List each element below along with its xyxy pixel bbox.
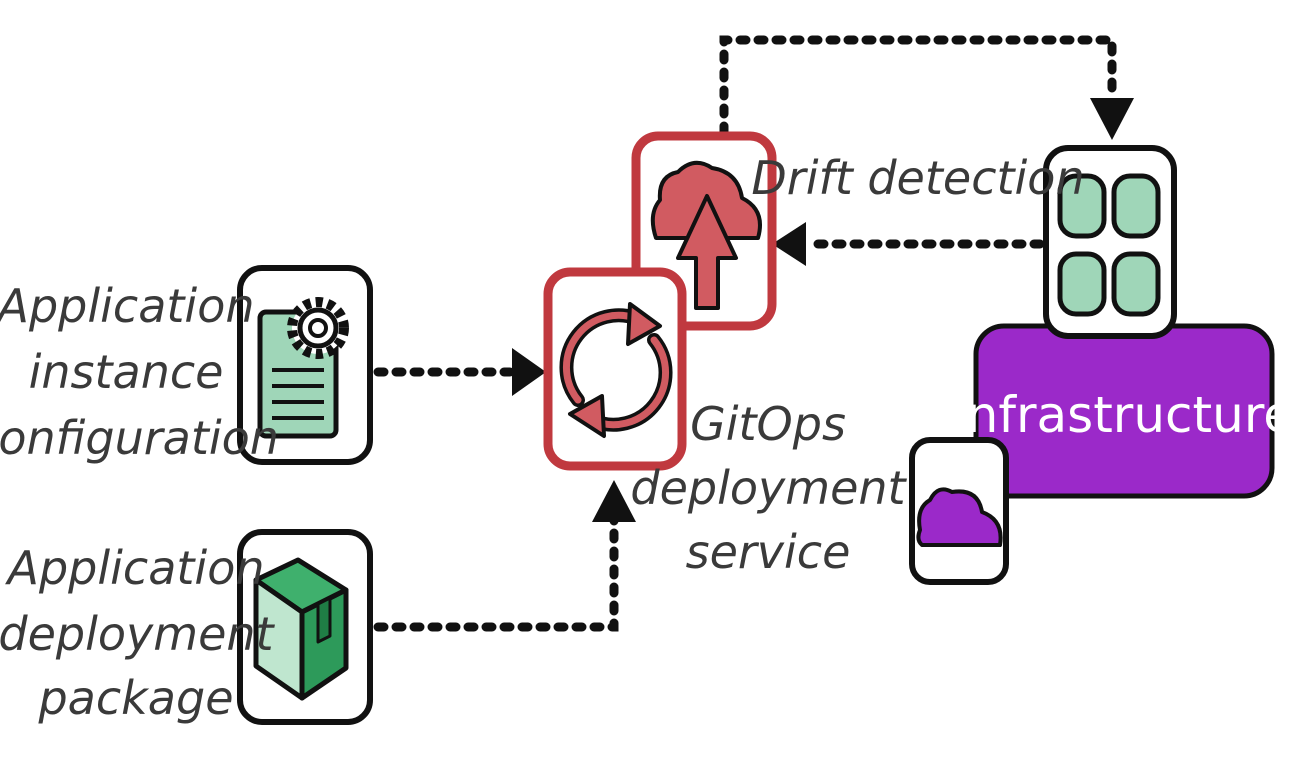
sync-arrows-icon [559,302,673,438]
gitops-sync-tile [543,267,687,471]
app-package-label: Application deployment package [0,541,276,725]
svg-text:service: service [686,525,851,579]
arrowhead-config-to-gitops [512,348,546,396]
package-tile [237,529,373,725]
arrowhead-upload-to-infra [1090,98,1134,140]
arrowhead-drift-detection [772,222,806,266]
package-box-icon [253,557,349,701]
svg-text:configuration: configuration [0,411,279,465]
cloud-icon [916,487,1003,547]
gitops-label: GitOps deployment service [630,397,907,579]
connector-upload-to-infra [719,35,1117,137]
connectors [373,35,1134,632]
svg-text:GitOps: GitOps [690,397,846,451]
connector-package-to-gitops [373,507,619,632]
cloud-upload-icon [650,160,762,310]
svg-text:instance: instance [29,345,224,399]
svg-text:deployment: deployment [0,607,276,661]
cloud-tile [909,437,1009,585]
svg-text:package: package [37,671,233,725]
document-gear-icon [257,297,349,439]
app-config-label: Application instance configuration [0,279,279,465]
arrowhead-package-to-gitops [592,480,636,522]
cloud-upload-tile [631,131,777,331]
svg-text:Application: Application [4,541,264,595]
svg-text:deployment: deployment [630,461,907,515]
grid-apps-icon [1057,173,1161,317]
drift-detection-label: Drift detection [751,151,1084,205]
grid-tile [1043,145,1177,339]
config-tile [237,265,373,465]
infrastructure-label: Infrastructure [952,386,1294,444]
svg-text:Application: Application [0,279,255,333]
